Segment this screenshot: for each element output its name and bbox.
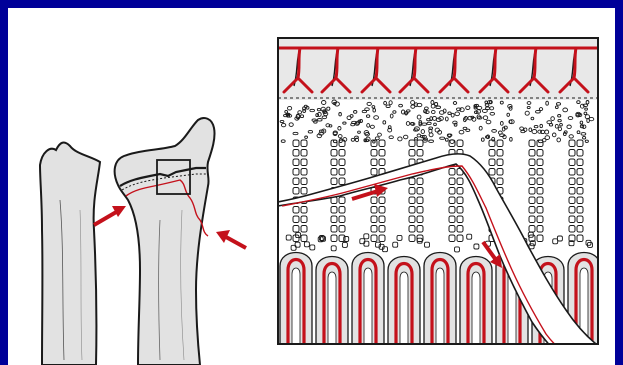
illustration-panel	[8, 8, 615, 365]
capillary-loop	[280, 253, 312, 345]
fracture-arrow-icon	[94, 206, 126, 225]
left-bone	[40, 143, 100, 365]
left-bone-shaft	[40, 143, 100, 365]
capillary-loop	[316, 257, 348, 345]
capillary-loop	[460, 257, 492, 345]
magnified-view	[278, 38, 600, 352]
capillary-loop	[424, 253, 456, 345]
capillary-loop	[388, 257, 420, 345]
bone-diagram	[8, 8, 615, 365]
right-bone	[115, 118, 215, 365]
capillary-loop	[352, 253, 384, 345]
right-bone-shaft	[115, 118, 215, 365]
fracture-arrow-icon	[216, 230, 246, 248]
